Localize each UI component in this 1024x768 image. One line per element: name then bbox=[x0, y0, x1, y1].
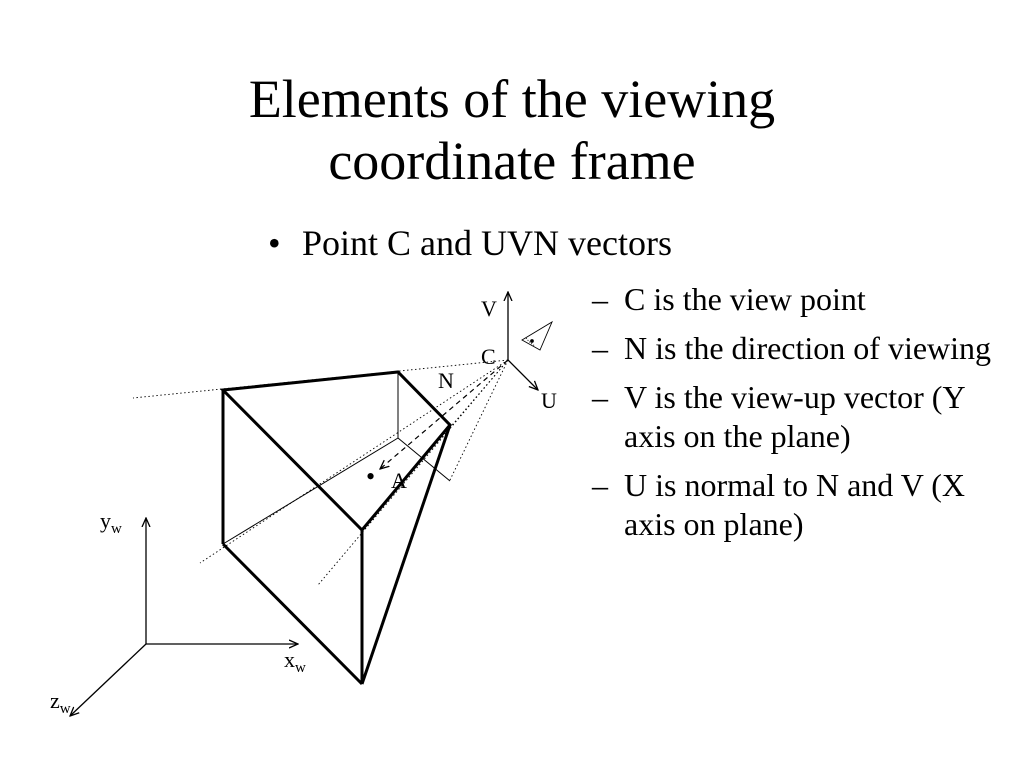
frustum-body bbox=[219, 370, 453, 686]
title-line-2: coordinate frame bbox=[328, 131, 696, 191]
world-axes bbox=[70, 518, 298, 716]
slide-title: Elements of the viewing coordinate frame bbox=[0, 68, 1024, 192]
title-line-1: Elements of the viewing bbox=[248, 69, 776, 129]
frustum-near-edge-3 bbox=[222, 437, 399, 545]
label-z-world: zw bbox=[50, 688, 71, 717]
bullet-dot: • bbox=[268, 223, 281, 263]
dash-marker: – bbox=[592, 467, 608, 503]
main-bullet-text: Point C and UVN vectors bbox=[302, 223, 672, 263]
frustum-edge-bottom-left bbox=[221, 542, 364, 686]
frustum-top-face bbox=[219, 370, 453, 533]
projection-line-right bbox=[449, 359, 509, 481]
frustum-edge-right bbox=[360, 424, 452, 685]
frustum-near-edge-2 bbox=[397, 437, 451, 482]
point-a-dot: • bbox=[366, 462, 375, 491]
sub-bullet-c: – C is the view point bbox=[592, 280, 992, 319]
label-v: V bbox=[481, 296, 497, 321]
main-bullet: • Point C and UVN vectors bbox=[268, 222, 672, 264]
label-x-world: xw bbox=[284, 647, 306, 676]
n-direction-arrow bbox=[380, 359, 509, 469]
sub-bullet-text: V is the view-up vector (Y axis on the p… bbox=[624, 379, 965, 454]
label-c: C bbox=[481, 344, 496, 369]
eye-icon bbox=[521, 320, 553, 351]
sub-bullet-v: – V is the view-up vector (Y axis on the… bbox=[592, 378, 992, 456]
u-vector-arrow bbox=[507, 359, 538, 390]
label-y-world: yw bbox=[100, 508, 122, 537]
sub-bullet-text: U is normal to N and V (X axis on plane) bbox=[624, 467, 966, 542]
sub-bullet-u: – U is normal to N and V (X axis on plan… bbox=[592, 466, 992, 544]
label-a: A bbox=[391, 468, 407, 493]
sub-bullet-n: – N is the direction of viewing bbox=[592, 329, 992, 368]
dash-marker: – bbox=[592, 281, 608, 317]
dash-marker: – bbox=[592, 379, 608, 415]
label-n: N bbox=[438, 368, 454, 393]
frustum-near-edges bbox=[222, 372, 451, 545]
dash-marker: – bbox=[592, 330, 608, 366]
z-world-axis bbox=[70, 643, 147, 716]
sub-bullet-list: – C is the view point – N is the directi… bbox=[592, 280, 992, 554]
sub-bullet-text: N is the direction of viewing bbox=[624, 330, 992, 366]
label-u: U bbox=[541, 388, 557, 413]
sub-bullet-text: C is the view point bbox=[624, 281, 866, 317]
projection-lines bbox=[132, 359, 509, 586]
projection-line-bottom-left bbox=[199, 359, 509, 564]
